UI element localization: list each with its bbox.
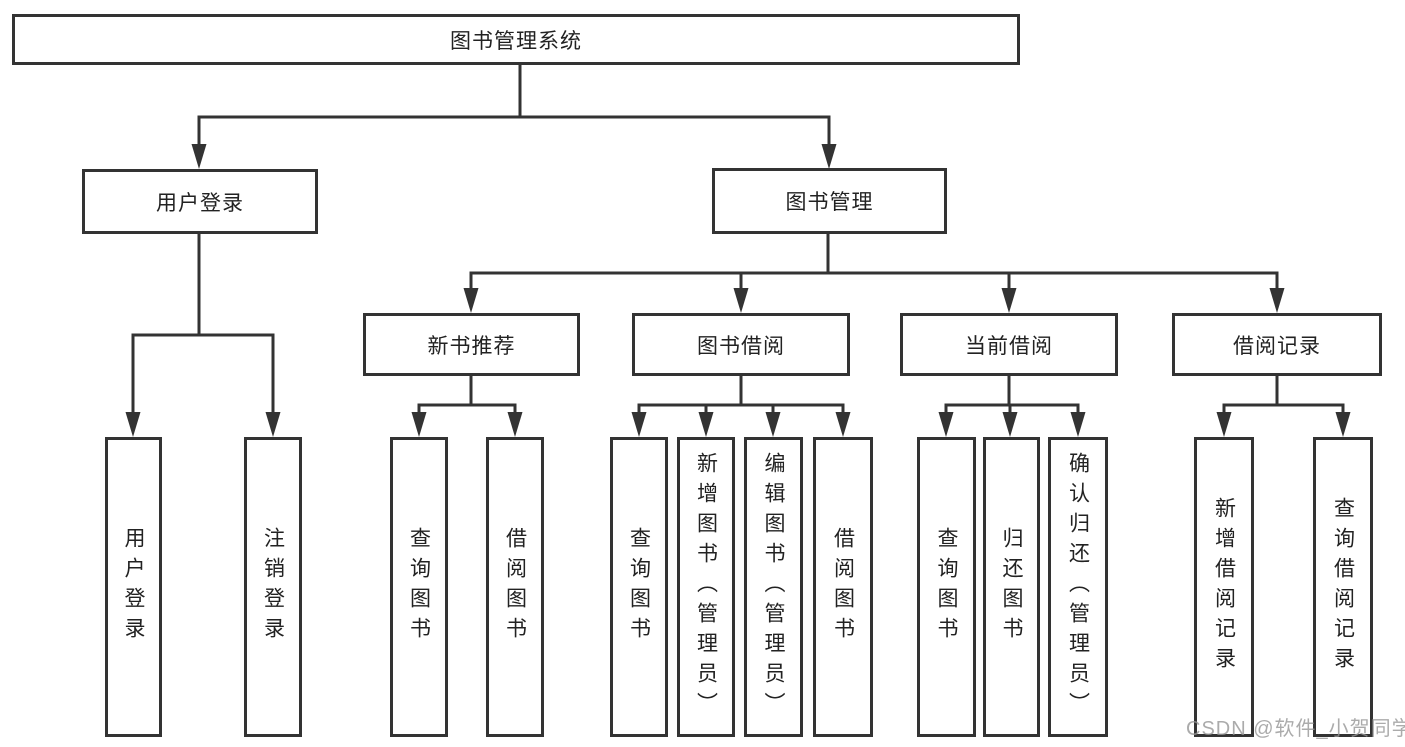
leaf-br-add-borrow-record: 新增借阅记录 [1194, 437, 1254, 737]
leaf-bb-query-books: 查询图书 [610, 437, 668, 737]
node-borrow-record: 借阅记录 [1172, 313, 1382, 376]
node-user-login-label: 用户登录 [156, 191, 244, 215]
leaf-cb-return-books: 归还图书 [983, 437, 1040, 737]
leaf-nbr-query-books-label: 查询图书 [407, 527, 431, 647]
leaf-bb-query-books-label: 查询图书 [627, 527, 651, 647]
node-book-borrow: 图书借阅 [632, 313, 850, 376]
node-borrow-record-label: 借阅记录 [1233, 334, 1321, 358]
leaf-br-query-borrow-record: 查询借阅记录 [1313, 437, 1373, 737]
node-new-book-recommend: 新书推荐 [363, 313, 580, 376]
leaf-cb-query-books: 查询图书 [917, 437, 976, 737]
leaf-nbr-query-books: 查询图书 [390, 437, 448, 737]
leaf-bb-add-books-admin-label: 新增图书（管理员） [694, 452, 718, 722]
leaf-nbr-borrow-books: 借阅图书 [486, 437, 544, 737]
leaf-cb-confirm-return-admin-label: 确认归还（管理员） [1066, 452, 1090, 722]
leaf-logout-label: 注销登录 [261, 527, 285, 647]
leaf-bb-borrow-books: 借阅图书 [813, 437, 873, 737]
leaf-bb-borrow-books-label: 借阅图书 [831, 527, 855, 647]
node-new-book-recommend-label: 新书推荐 [427, 334, 516, 358]
node-current-borrow: 当前借阅 [900, 313, 1118, 376]
leaf-logout: 注销登录 [244, 437, 302, 737]
node-book-management-label: 图书管理 [785, 191, 874, 214]
arrow-down-icons [125, 144, 1351, 437]
leaf-bb-edit-books-admin: 编辑图书（管理员） [744, 437, 803, 737]
node-book-management: 图书管理 [712, 168, 947, 234]
node-root-library-system: 图书管理系统 [12, 14, 1020, 65]
leaf-cb-confirm-return-admin: 确认归还（管理员） [1048, 437, 1108, 737]
leaf-cb-return-books-label: 归还图书 [1000, 527, 1024, 647]
leaf-br-query-borrow-record-label: 查询借阅记录 [1331, 497, 1355, 677]
csdn-watermark: CSDN @软件_小贺同学 [1186, 718, 1405, 740]
leaf-user-login: 用户登录 [105, 437, 162, 737]
node-current-borrow-label: 当前借阅 [965, 334, 1053, 358]
node-root-label: 图书管理系统 [450, 29, 582, 53]
node-book-borrow-label: 图书借阅 [697, 334, 785, 358]
node-user-login: 用户登录 [82, 169, 318, 234]
leaf-bb-edit-books-admin-label: 编辑图书（管理员） [762, 452, 786, 722]
leaf-user-login-label: 用户登录 [122, 527, 146, 647]
leaf-br-add-borrow-record-label: 新增借阅记录 [1212, 497, 1236, 677]
leaf-nbr-borrow-books-label: 借阅图书 [503, 527, 527, 647]
leaf-cb-query-books-label: 查询图书 [935, 527, 959, 647]
leaf-bb-add-books-admin: 新增图书（管理员） [677, 437, 735, 737]
